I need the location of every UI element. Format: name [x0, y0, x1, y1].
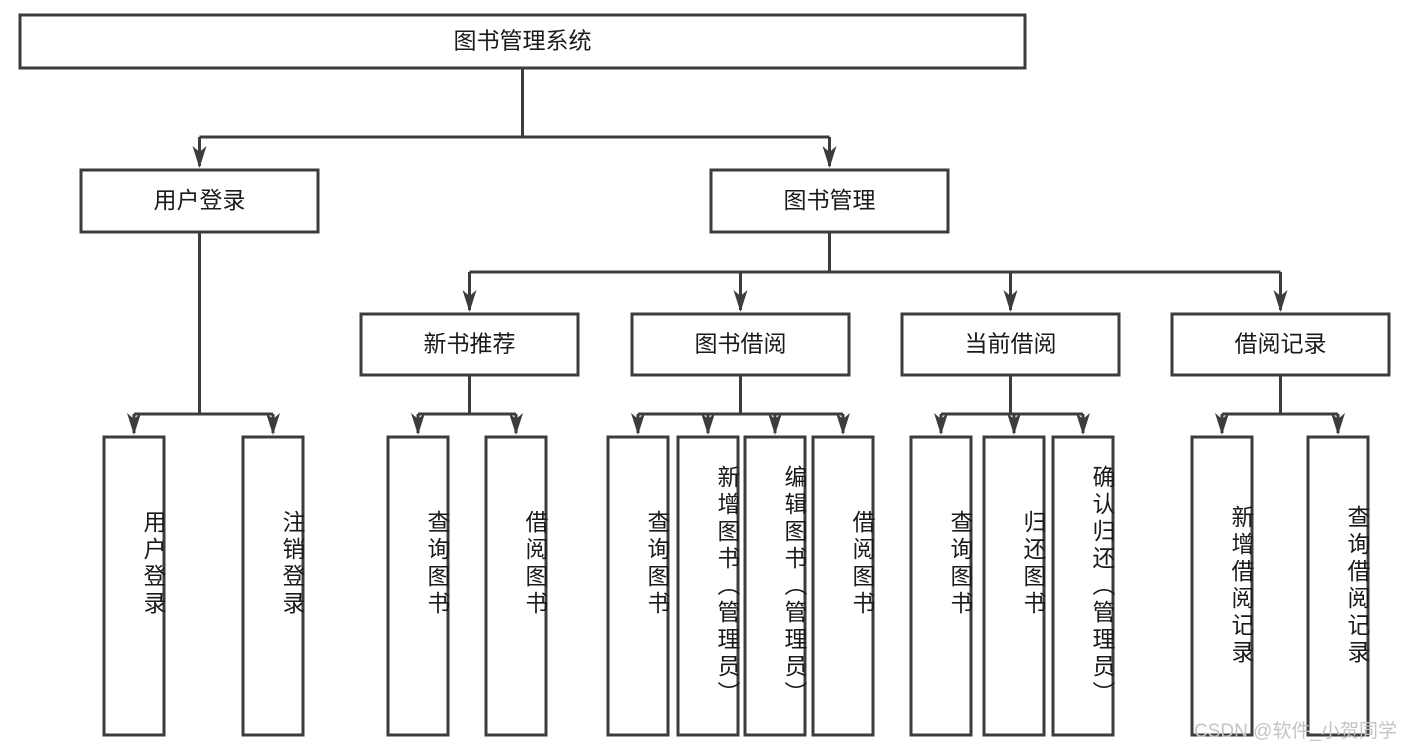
book-borrow-label: 图书借阅: [695, 331, 787, 357]
arrow-down-icon-l3-3: [1273, 290, 1288, 312]
new-book-recommend-label: 新书推荐: [424, 331, 516, 357]
node-current-borrow[interactable]: 当前借阅: [900, 312, 1121, 377]
leaf-boxes-group: [102, 435, 1370, 737]
arrow-down-icon-current-borrow-1: [1007, 413, 1021, 435]
current-borrow-box[interactable]: [900, 312, 1121, 377]
arrow-down-icon-l3-2: [1003, 290, 1018, 312]
node-borrow-record[interactable]: 借阅记录: [1170, 312, 1391, 377]
arrow-down-icon-book-borrow-2: [768, 413, 782, 435]
node-user-login[interactable]: 用户登录: [79, 168, 320, 234]
arrow-down-icon-user-login-1: [266, 413, 280, 435]
arrow-down-icon-new-book-recommend-0: [411, 413, 425, 435]
leaf-query-book-rec-box[interactable]: [386, 435, 450, 737]
leaf-borrow-book-box[interactable]: [811, 435, 875, 737]
arrow-down-icon-user-login-0: [127, 413, 141, 435]
leaf-add-book-box[interactable]: [676, 435, 740, 737]
leaf-logout-box[interactable]: [241, 435, 305, 737]
node-new-book-recommend[interactable]: 新书推荐: [359, 312, 580, 377]
book-manage-label: 图书管理: [784, 187, 876, 213]
node-root[interactable]: 图书管理系统: [18, 13, 1027, 70]
node-book-manage[interactable]: 图书管理: [709, 168, 950, 234]
leaf-add-record-box[interactable]: [1190, 435, 1254, 737]
arrow-down-icon-l3-0: [462, 290, 477, 312]
arrow-down-icon-l3-1: [733, 290, 748, 312]
arrow-down-icon-root-0: [192, 146, 207, 168]
arrow-down-icon-new-book-recommend-1: [509, 413, 523, 435]
book-borrow-box[interactable]: [630, 312, 851, 377]
leaf-edit-book-box[interactable]: [743, 435, 807, 737]
arrow-down-icon-book-borrow-3: [836, 413, 850, 435]
user-login-label: 用户登录: [154, 187, 246, 213]
arrow-down-icon-borrow-record-0: [1215, 413, 1229, 435]
leaf-user-login-box[interactable]: [102, 435, 166, 737]
new-book-recommend-box[interactable]: [359, 312, 580, 377]
arrow-down-icon-current-borrow-2: [1076, 413, 1090, 435]
leaf-query-book-borrow-box[interactable]: [606, 435, 670, 737]
leaf-return-book-box[interactable]: [982, 435, 1046, 737]
arrow-down-icon-book-borrow-1: [701, 413, 715, 435]
watermark-text: CSDN @软件_小贺同学: [1194, 721, 1397, 742]
root-box[interactable]: [18, 13, 1027, 70]
book-manage-box[interactable]: [709, 168, 950, 234]
leaf-query-record-box[interactable]: [1306, 435, 1370, 737]
leaf-query-book-cur-box[interactable]: [909, 435, 973, 737]
leaf-borrow-book-rec-box[interactable]: [484, 435, 548, 737]
current-borrow-label: 当前借阅: [965, 331, 1057, 357]
borrow-record-box[interactable]: [1170, 312, 1391, 377]
user-login-box[interactable]: [79, 168, 320, 234]
connectors-group: [127, 68, 1345, 435]
arrow-down-icon-borrow-record-1: [1331, 413, 1345, 435]
node-book-borrow[interactable]: 图书借阅: [630, 312, 851, 377]
leaf-confirm-return-box[interactable]: [1051, 435, 1115, 737]
borrow-record-label: 借阅记录: [1235, 331, 1327, 357]
arrow-down-icon-root-1: [822, 146, 837, 168]
root-label: 图书管理系统: [454, 28, 592, 54]
arrow-down-icon-current-borrow-0: [934, 413, 948, 435]
arrow-down-icon-book-borrow-0: [631, 413, 645, 435]
